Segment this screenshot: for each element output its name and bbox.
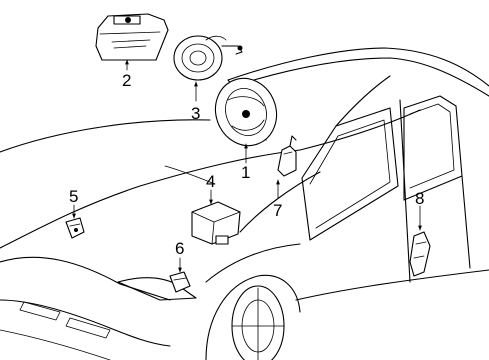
- callout-leaders: [72, 59, 422, 273]
- callout-2: 2: [122, 71, 131, 90]
- front-impact-sensor-center: [169, 271, 191, 293]
- callout-1: 1: [241, 163, 250, 182]
- side-airbag-sensor-front: [277, 135, 297, 177]
- callout-6: 6: [175, 239, 184, 258]
- airbag-sensor-unit: [191, 201, 241, 245]
- callout-7: 7: [273, 201, 282, 220]
- callout-3: 3: [191, 104, 200, 123]
- callout-5: 5: [69, 187, 78, 206]
- side-airbag-sensor-rear: [409, 231, 431, 277]
- vehicle-outline: [0, 47, 489, 360]
- passenger-airbag-module: [95, 13, 169, 61]
- front-impact-sensor-left: [65, 217, 85, 239]
- callout-4: 4: [206, 172, 215, 191]
- steering-wheel-airbag: [214, 77, 278, 147]
- clock-spring: [173, 35, 243, 81]
- callout-labels: 1 2 3 4 5 6 7 8: [69, 71, 424, 258]
- callout-8: 8: [415, 189, 424, 208]
